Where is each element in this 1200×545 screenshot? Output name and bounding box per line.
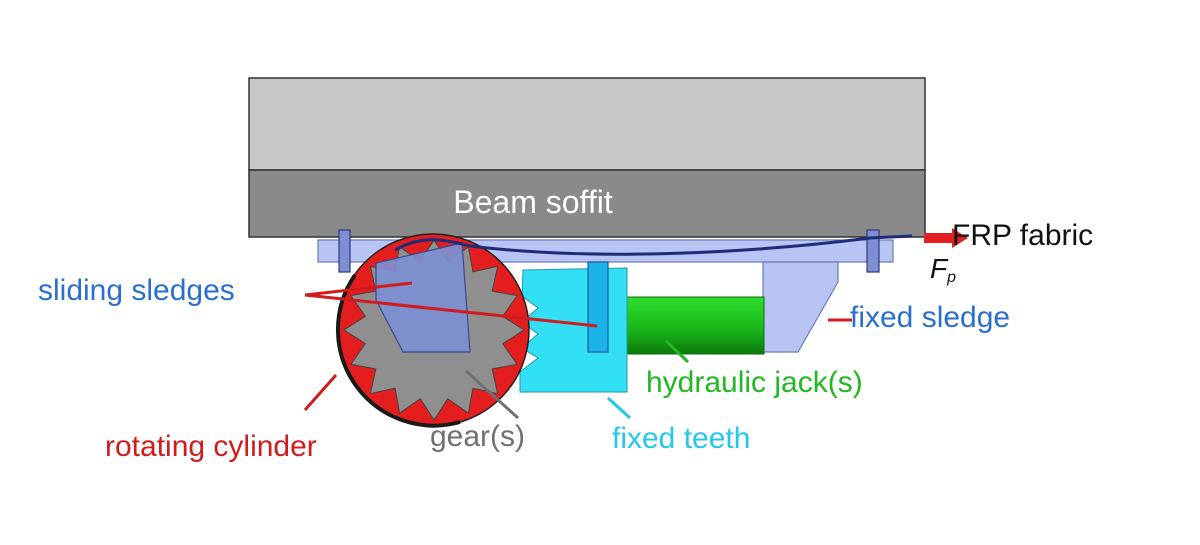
sliding-sledge-post	[338, 229, 351, 273]
leader-lines	[303, 281, 852, 420]
fixed-sledge-label: fixed sledge	[850, 301, 1010, 334]
frp-fabric-label: FRP fabric	[952, 219, 1093, 252]
frp-fabric	[394, 234, 913, 256]
beam-top	[248, 77, 926, 171]
gears-label: gear(s)	[430, 420, 525, 453]
force-label: Fp	[930, 253, 956, 286]
fixed-sledge	[762, 261, 839, 353]
beam-soffit-label: Beam soffit	[453, 184, 613, 220]
leader-cylinder	[303, 374, 338, 411]
fixed-teeth-label: fixed teeth	[612, 422, 750, 455]
leader-jack	[664, 339, 690, 364]
hydraulic-jack	[626, 296, 765, 355]
force-arrow-head	[952, 228, 968, 248]
leader-sliding-1	[304, 281, 413, 297]
force-arrow-shaft	[924, 233, 954, 243]
cylinder-dark-rim	[335, 273, 461, 428]
hydraulic-jack-label: hydraulic jack(s)	[646, 366, 863, 399]
leader-sliding-2	[304, 293, 598, 328]
leader-teeth	[606, 396, 632, 420]
beam-soffit	[248, 169, 926, 238]
fixed-teeth-block	[519, 267, 628, 393]
sliding-sledges-label: sliding sledges	[38, 274, 235, 307]
rotating-cylinder-label: rotating cylinder	[105, 430, 317, 463]
sliding-sledge-block	[375, 242, 471, 353]
leader-gear	[464, 369, 520, 420]
fixed-teeth-bar	[587, 261, 609, 353]
fixed-sledge-post	[866, 229, 880, 273]
